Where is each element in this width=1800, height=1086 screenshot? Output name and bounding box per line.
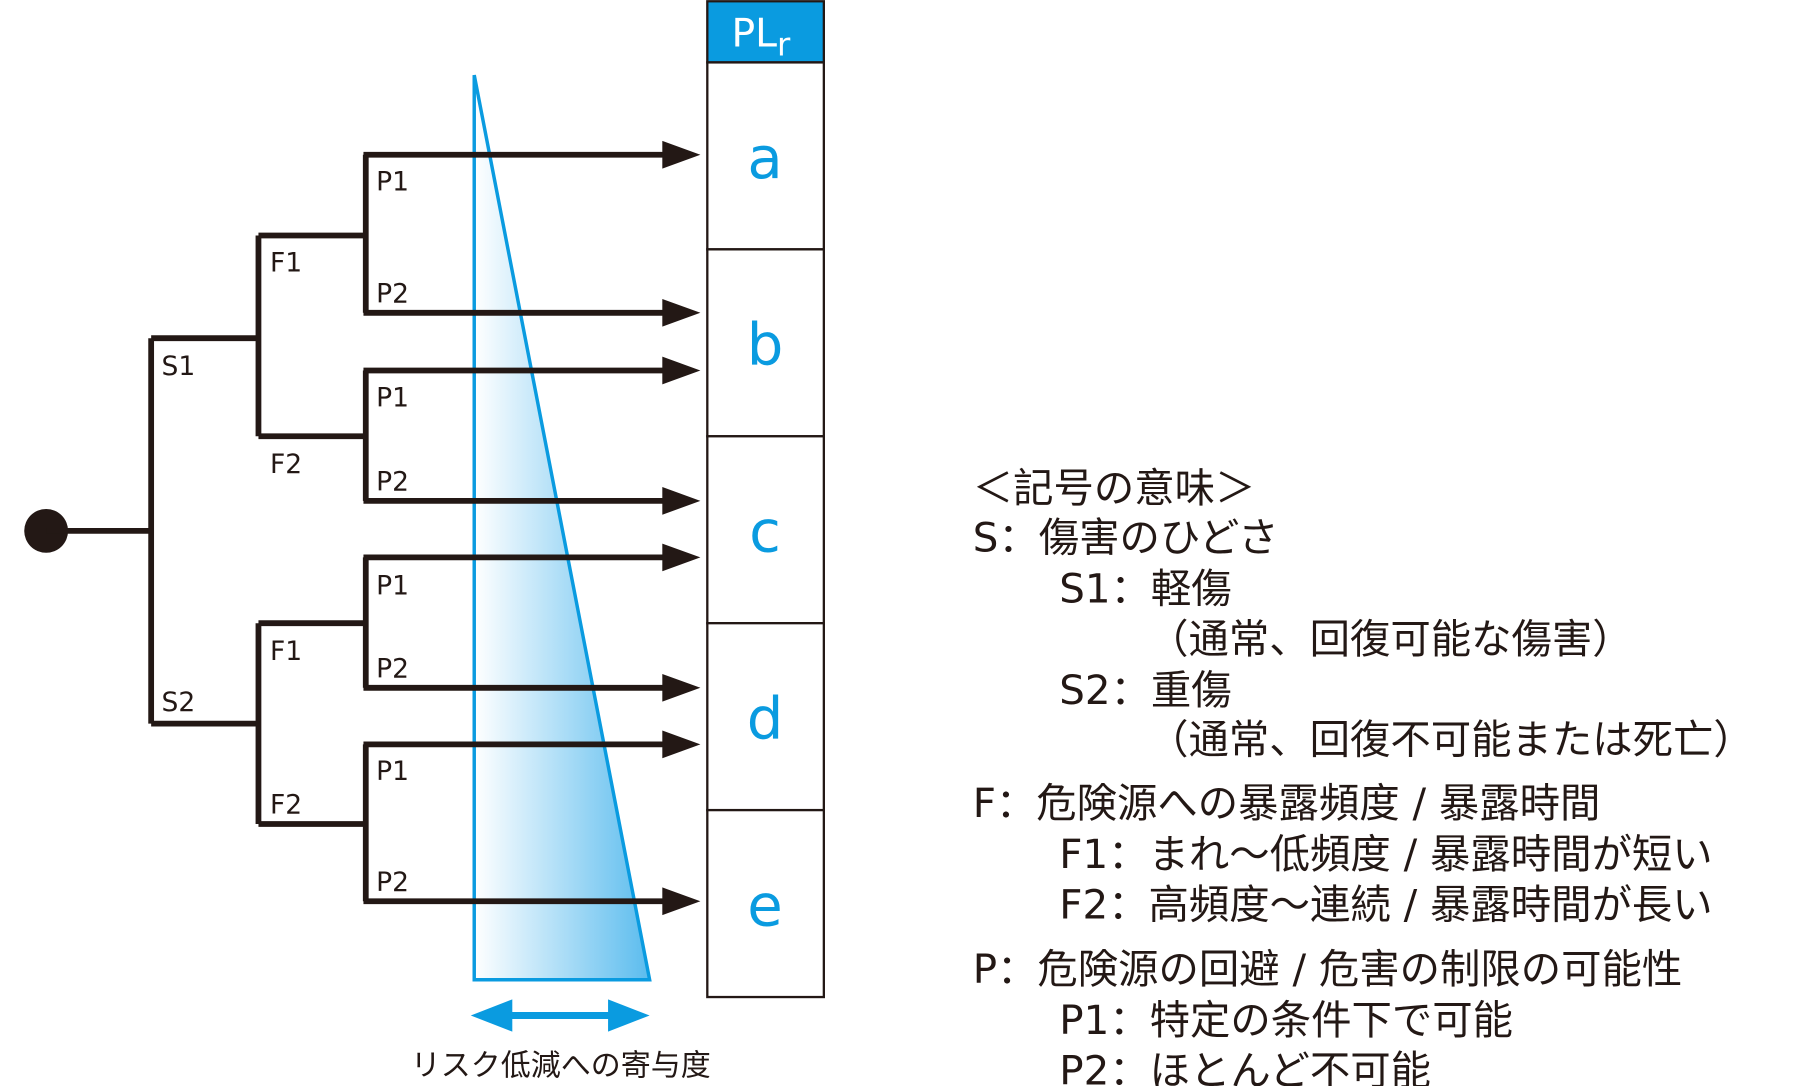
arrowhead-icon (662, 140, 701, 169)
arrowhead-icon (662, 298, 701, 327)
f-label: F2 (270, 449, 302, 480)
legend-line: S1：軽傷 (1059, 565, 1231, 612)
arrowhead-icon (662, 673, 701, 702)
legend: ＜記号の意味＞ S：傷害のひどさ S1：軽傷 （通常、回復可能な傷害） S2：重… (973, 465, 1754, 1086)
plr-level-label: e (747, 871, 783, 939)
risk-reduction-triangle (472, 74, 652, 982)
arrowhead-icon (662, 887, 701, 916)
branch-arrows (363, 140, 701, 916)
p-label: P1 (376, 382, 409, 413)
plr-cell-a (706, 61, 825, 251)
legend-line: （通常、回復可能な傷害） (1148, 616, 1633, 663)
s-label: S1 (162, 351, 196, 382)
plr-cell-e (706, 808, 825, 999)
p-label: P1 (376, 756, 409, 787)
legend-line: P：危険源の回避 / 危害の制限の可能性 (973, 946, 1683, 993)
plr-level-label: a (747, 124, 782, 192)
plr-level-label: b (747, 311, 784, 379)
legend-line: F2：高頻度～連続 / 暴露時間が長い (1059, 882, 1712, 929)
legend-line: S2：重傷 (1059, 667, 1231, 714)
p-label: P2 (376, 867, 409, 898)
plr-cell-b (706, 248, 825, 438)
arrowhead-icon (662, 487, 701, 515)
p-label: P1 (376, 570, 409, 601)
plr-level-label: c (749, 498, 781, 566)
p-label: P2 (376, 467, 409, 498)
plr-cell-c (706, 435, 825, 625)
plr-level-label: d (747, 685, 784, 753)
s-label: S2 (162, 687, 196, 718)
legend-title: ＜記号の意味＞ (973, 465, 1256, 512)
f-label: F2 (270, 790, 302, 821)
p-label: P1 (376, 167, 409, 198)
legend-line: F：危険源への暴露頻度 / 暴露時間 (973, 780, 1601, 827)
legend-line: P1：特定の条件下で可能 (1059, 997, 1513, 1044)
p-label: P2 (376, 278, 409, 309)
plr-cell-d (706, 622, 825, 812)
arrowhead-icon (662, 356, 701, 385)
arrowhead-icon (662, 730, 701, 759)
legend-line: S：傷害のひどさ (973, 515, 1279, 562)
legend-line: （通常、回復不可能または死亡） (1148, 717, 1754, 764)
legend-line: P2：ほとんど不可能 (1059, 1048, 1431, 1086)
arrowhead-icon (662, 543, 701, 572)
risk-reduction-label: リスク低減への寄与度 (411, 1049, 711, 1084)
tree-lines (46, 154, 369, 902)
legend-line: F1：まれ～低頻度 / 暴露時間が短い (1059, 831, 1712, 878)
double-arrow-icon (470, 999, 650, 1032)
f-label: F1 (270, 247, 302, 278)
plr-header-label: PLr (732, 11, 792, 63)
p-label: P2 (376, 653, 409, 684)
f-label: F1 (270, 636, 302, 667)
